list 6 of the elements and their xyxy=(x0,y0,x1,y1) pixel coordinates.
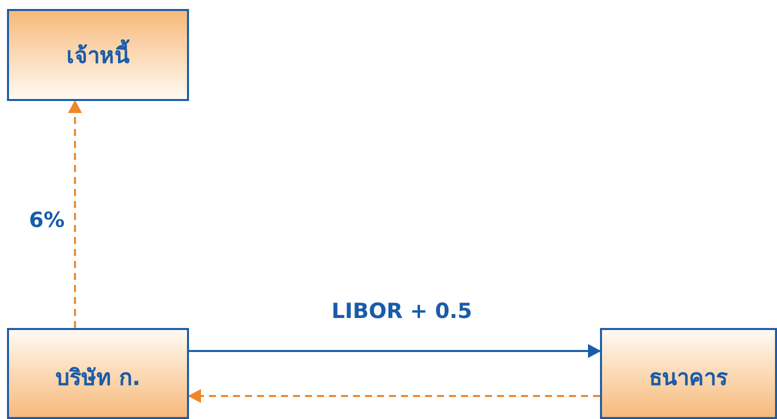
arrow xyxy=(188,389,600,403)
entity-box: ธนาคาร xyxy=(600,328,777,419)
entity-box: เจ้าหนี้ xyxy=(7,9,189,101)
entity-box: บริษัท ก. xyxy=(7,328,189,419)
arrow xyxy=(68,100,82,328)
arrow xyxy=(189,344,601,358)
